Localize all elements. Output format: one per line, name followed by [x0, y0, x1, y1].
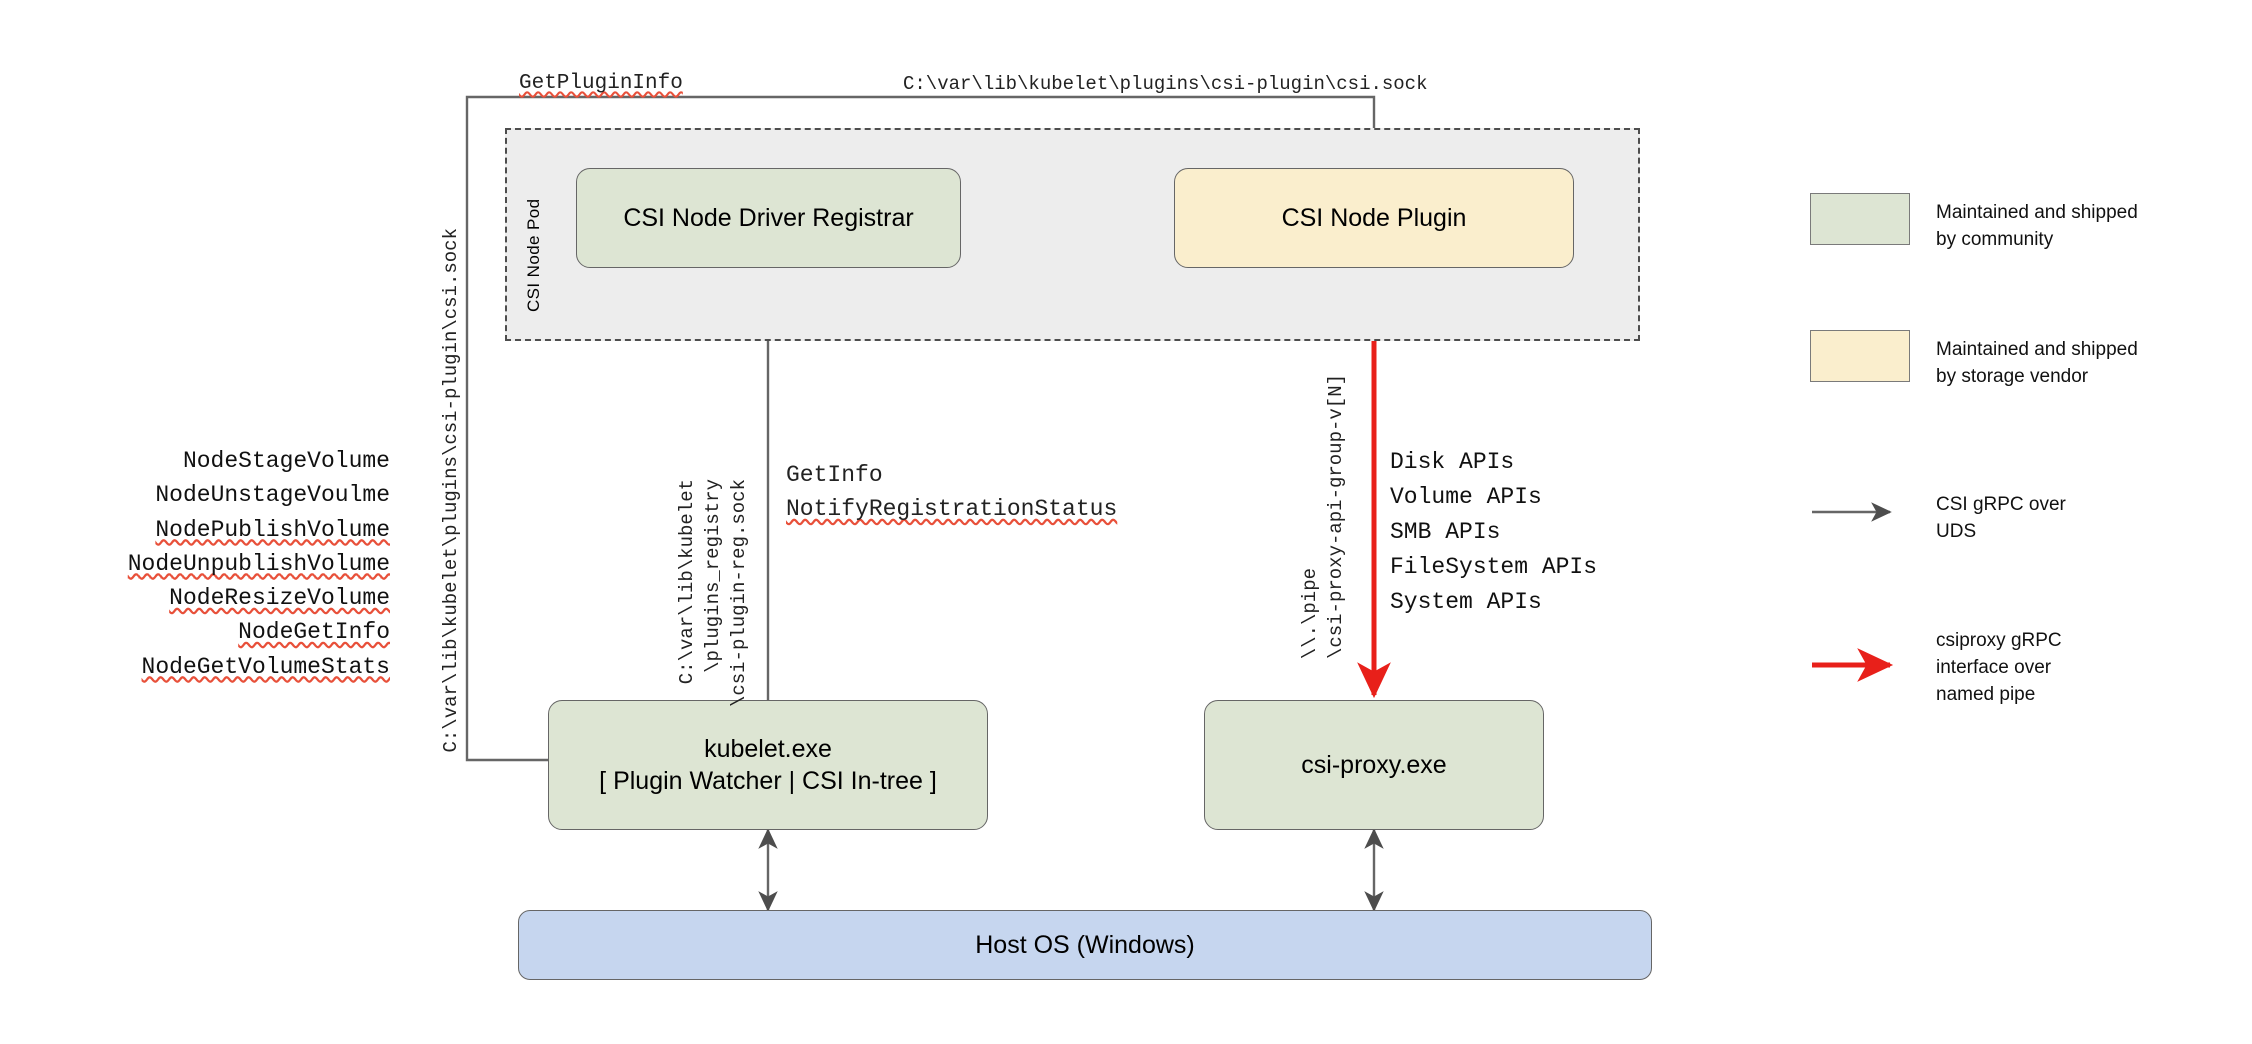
- csi-proxy-api-item: Volume APIs: [1390, 483, 1542, 510]
- csi-proxy-api-item: Disk APIs: [1390, 449, 1515, 475]
- annotation-pipe-line1: \\.\pipe: [1299, 568, 1321, 660]
- node-csi-node-driver-registrar[interactable]: CSI Node Driver Registrar: [576, 168, 961, 268]
- csi-proxy-api-item: FileSystem APIs: [1390, 553, 1598, 580]
- annotation-registry-path-line2: \plugins_registry: [702, 479, 724, 673]
- csi-node-rpc-item: NodePublishVolume: [155, 516, 390, 543]
- csi-node-pod-label: CSI Node Pod: [524, 198, 543, 312]
- annotation-notify-registration-status: NotifyRegistrationStatus: [786, 496, 1118, 522]
- annotation-get-plugin-info: GetPluginInfo: [519, 72, 683, 95]
- legend-swatch-community: [1810, 193, 1910, 245]
- legend: Maintained and shipped by community Main…: [1800, 180, 2240, 705]
- node-host-os[interactable]: Host OS (Windows): [518, 910, 1652, 980]
- legend-swatch-vendor: [1810, 330, 1910, 382]
- node-csi-proxy-label: csi-proxy.exe: [1301, 751, 1447, 779]
- csi-node-rpc-item: NodeStageVolume: [182, 448, 390, 474]
- annotation-get-info: GetInfo: [786, 462, 883, 488]
- annotation-registry-path-line3: \csi-plugin-reg.sock: [728, 479, 750, 708]
- node-kubelet-label-line1: kubelet.exe: [704, 735, 832, 763]
- node-kubelet-label-line2: [ Plugin Watcher | CSI In-tree ]: [599, 767, 937, 795]
- csi-node-rpc-item: NodeUnpublishVolume: [127, 550, 390, 577]
- annotation-csi-sock-path-left: C:\var\lib\kubelet\plugins\csi-plugin\cs…: [440, 228, 462, 753]
- node-kubelet[interactable]: kubelet.exe [ Plugin Watcher | CSI In-tr…: [548, 700, 988, 830]
- annotation-registry-path-line1: C:\var\lib\kubelet: [676, 479, 698, 685]
- node-csi-node-driver-registrar-label: CSI Node Driver Registrar: [623, 204, 914, 232]
- annotation-csi-sock-path-top: C:\var\lib\kubelet\plugins\csi-plugin\cs…: [903, 73, 1428, 95]
- csi-proxy-api-item: System APIs: [1390, 588, 1542, 615]
- legend-label-csi-grpc-uds: CSI gRPC over UDS: [1936, 494, 2066, 542]
- csi-node-rpc-item: NodeGetInfo: [238, 619, 390, 646]
- csi-proxy-api-item: SMB APIs: [1390, 518, 1501, 545]
- csi-node-rpc-item: NodeResizeVolume: [169, 585, 390, 612]
- node-host-os-label: Host OS (Windows): [975, 931, 1195, 959]
- legend-label-vendor: Maintained and shipped by storage vendor: [1936, 339, 2138, 387]
- csi-node-rpc-item: NodeUnstageVoulme: [155, 482, 390, 509]
- legend-label-community: Maintained and shipped by community: [1936, 202, 2138, 250]
- node-csi-node-plugin-label: CSI Node Plugin: [1281, 204, 1467, 232]
- node-csi-proxy[interactable]: csi-proxy.exe: [1204, 700, 1544, 830]
- node-csi-node-plugin[interactable]: CSI Node Plugin: [1174, 168, 1574, 268]
- legend-label-csiproxy-named-pipe: csiproxy gRPC interface over named pipe: [1936, 630, 2062, 705]
- csi-node-rpc-item: NodeGetVolumeStats: [141, 653, 390, 680]
- annotation-pipe-line2: \csi-proxy-api-group-v[N]: [1325, 374, 1347, 660]
